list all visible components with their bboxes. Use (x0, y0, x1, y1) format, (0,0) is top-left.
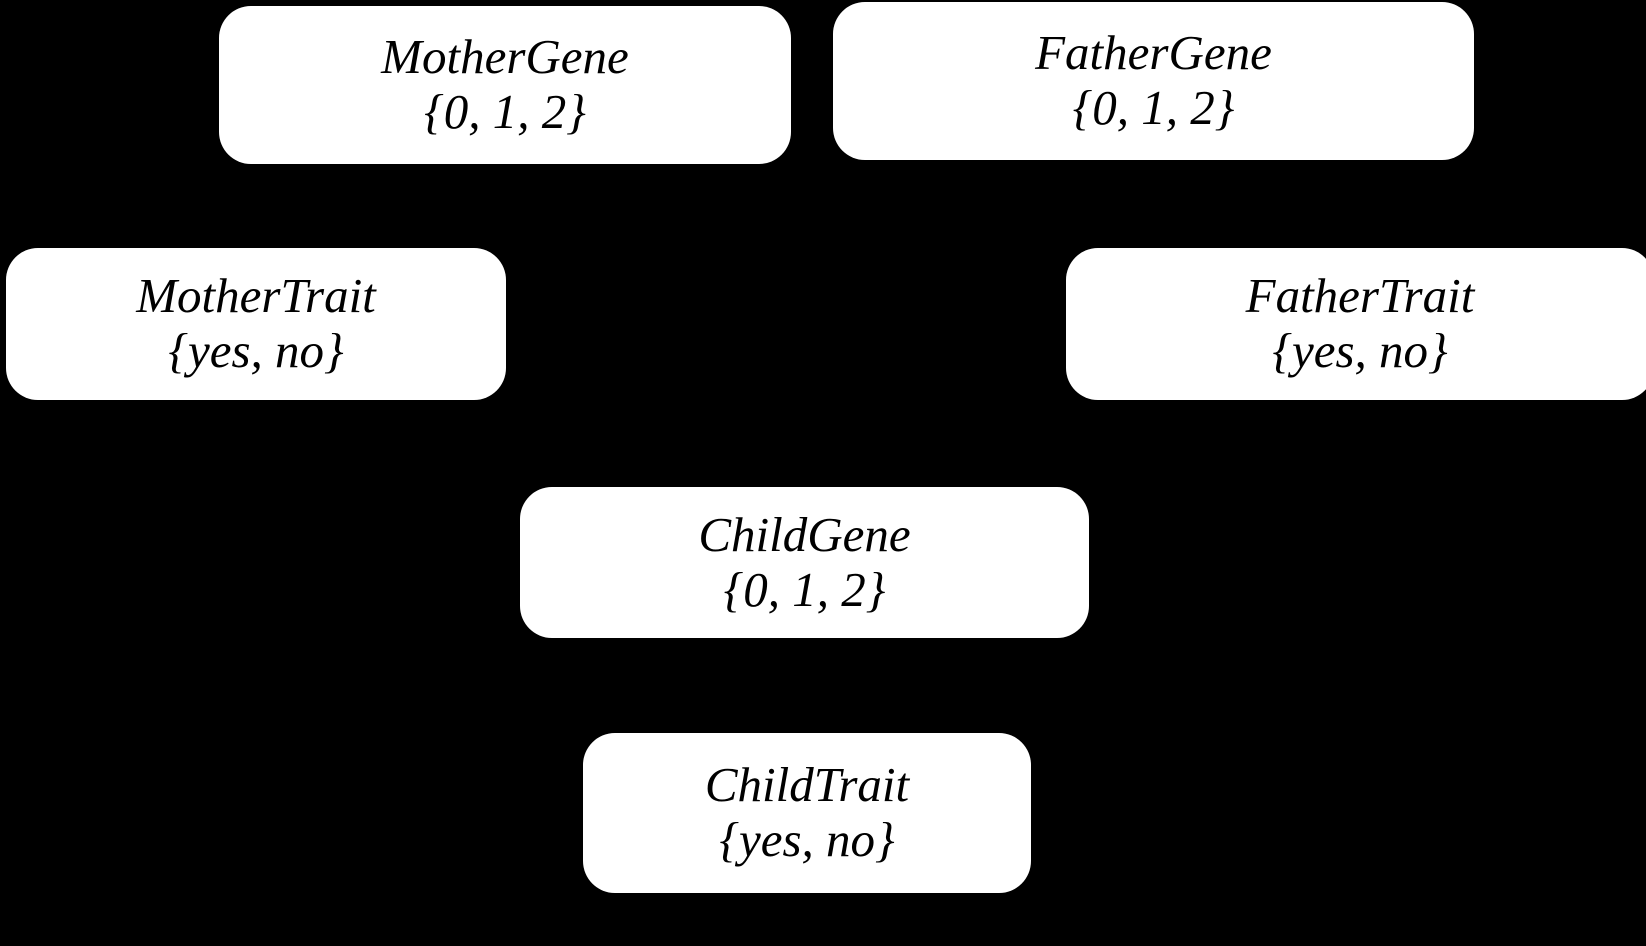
node-father-gene-domain: {0, 1, 2} (1072, 80, 1235, 135)
node-mother-trait-domain: {yes, no} (168, 323, 344, 378)
node-child-trait[interactable]: ChildTrait {yes, no} (583, 733, 1031, 893)
node-child-gene[interactable]: ChildGene {0, 1, 2} (520, 487, 1089, 638)
node-child-gene-domain: {0, 1, 2} (723, 561, 886, 617)
node-child-trait-label: ChildTrait (704, 757, 910, 813)
node-mother-gene-label: MotherGene (381, 29, 629, 85)
node-father-trait[interactable]: FatherTrait {yes, no} (1066, 248, 1646, 400)
node-father-gene[interactable]: FatherGene {0, 1, 2} (833, 2, 1474, 160)
node-mother-trait[interactable]: MotherTrait {yes, no} (6, 248, 506, 400)
node-child-trait-domain: {yes, no} (719, 812, 895, 867)
node-mother-trait-label: MotherTrait (136, 268, 376, 324)
node-father-gene-label: FatherGene (1035, 25, 1272, 81)
node-mother-gene-domain: {0, 1, 2} (424, 84, 586, 139)
node-father-trait-domain: {yes, no} (1272, 323, 1448, 378)
node-mother-gene[interactable]: MotherGene {0, 1, 2} (219, 6, 791, 164)
node-father-trait-label: FatherTrait (1245, 268, 1475, 324)
node-child-gene-label: ChildGene (698, 506, 911, 562)
